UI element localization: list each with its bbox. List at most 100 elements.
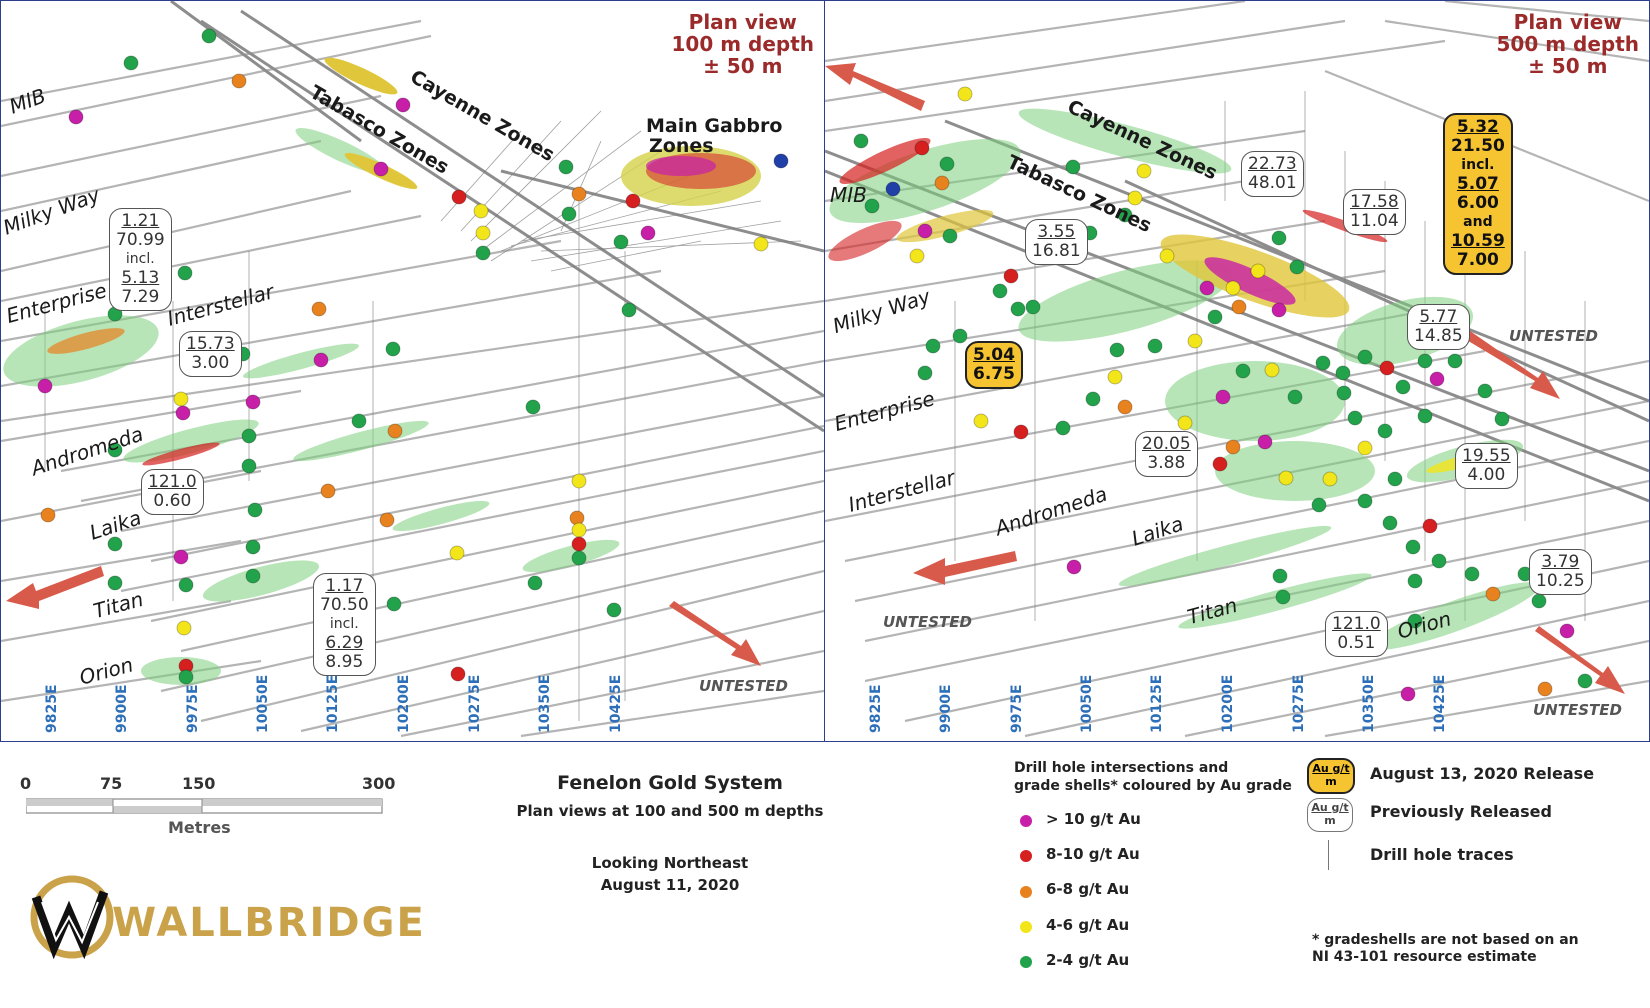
drill-intersection-marker — [1271, 230, 1287, 246]
drill-intersection-marker — [1010, 301, 1026, 317]
drill-intersection-marker — [385, 341, 401, 357]
legend-drill-traces: Drill hole traces — [1370, 845, 1514, 864]
drill-intersection-marker — [320, 483, 336, 499]
view-title-line: ± 50 m — [1528, 54, 1608, 78]
scale-tick-label: 150 — [182, 774, 216, 793]
view-title: Plan view 100 m depth ± 50 m — [671, 11, 814, 77]
legend-label: > 10 g/t Au — [1046, 810, 1141, 828]
drill-intersection-marker — [241, 428, 257, 444]
drill-trace-icon — [1328, 840, 1329, 870]
plan-view-100m-panel: Plan view 100 m depth ± 50 m MIB Milky W… — [0, 0, 825, 742]
drill-intersection-marker — [1107, 369, 1123, 385]
drill-intersection-marker — [1379, 360, 1395, 376]
drill-intersection-marker — [753, 236, 769, 252]
easting-label: 10275E — [1291, 674, 1307, 733]
drill-intersection-marker — [451, 189, 467, 205]
zone-label-mib: MIB — [830, 183, 867, 207]
length-value: 7.00 — [1456, 250, 1499, 270]
grade-value: 5.32 — [1456, 117, 1499, 137]
drill-intersection-marker — [231, 73, 247, 89]
drill-intersection-marker — [1417, 353, 1433, 369]
drill-intersection-marker — [957, 86, 973, 102]
drill-intersection-marker — [1405, 539, 1421, 555]
grade-value: 6.29 — [325, 633, 364, 653]
drill-intersection-marker — [917, 223, 933, 239]
drill-intersection-marker — [1085, 391, 1101, 407]
grade-value: 19.55 — [1462, 446, 1511, 466]
drill-intersection-marker — [175, 405, 191, 421]
drill-intersection-marker — [1264, 362, 1280, 378]
drill-intersection-marker — [201, 28, 217, 44]
drill-intersection-marker — [173, 549, 189, 565]
drill-intersection-marker — [1531, 593, 1547, 609]
wallbridge-logo-mark — [30, 875, 114, 960]
legend-release-previous: Previously Released — [1370, 802, 1552, 821]
drill-intersection-marker — [1537, 681, 1553, 697]
drill-intersection-marker — [1377, 423, 1393, 439]
intersection-callout: 121.0 0.51 — [1325, 611, 1388, 657]
length-value: 10.25 — [1536, 571, 1585, 591]
drill-intersection-marker — [1395, 379, 1411, 395]
drill-intersection-marker — [1250, 263, 1266, 279]
legend-swatch-4-6 — [1020, 921, 1032, 933]
grade-value: 3.55 — [1037, 222, 1076, 242]
looking-direction: Looking Northeast — [591, 854, 749, 872]
and-label: and — [1463, 214, 1493, 230]
drill-intersection-marker — [934, 175, 950, 191]
drill-intersection-marker — [1212, 456, 1228, 472]
drill-intersection-marker — [1347, 410, 1363, 426]
icon-text: Au g/t — [1311, 801, 1349, 814]
drill-intersection-marker — [1013, 424, 1029, 440]
grade-value: 5.04 — [973, 345, 1015, 365]
length-value: 8.95 — [325, 652, 364, 672]
length-value: 4.00 — [1467, 465, 1506, 485]
drill-intersection-marker — [1275, 589, 1291, 605]
drill-intersection-marker — [450, 666, 466, 682]
drill-intersection-marker — [1400, 686, 1416, 702]
drill-intersection-marker — [1357, 349, 1373, 365]
drill-intersection-marker — [1177, 415, 1193, 431]
footnote: NI 43-101 resource estimate — [1312, 949, 1537, 965]
grade-value: 15.73 — [186, 334, 235, 354]
new-intersection-callout: 5.32 21.50 incl. 5.07 6.00 and 10.59 7.0… — [1443, 113, 1513, 275]
drill-intersection-marker — [1382, 515, 1398, 531]
legend-swatch-8-10 — [1020, 850, 1032, 862]
drill-intersection-marker — [1159, 248, 1175, 264]
drill-intersection-marker — [247, 502, 263, 518]
length-value: 21.50 — [1451, 136, 1505, 156]
incl-label: incl. — [329, 616, 359, 632]
drill-intersection-marker — [1025, 299, 1041, 315]
drill-intersection-marker — [40, 507, 56, 523]
drill-intersection-marker — [1335, 365, 1351, 381]
grade-value: 5.77 — [1419, 307, 1458, 327]
drill-intersection-marker — [351, 413, 367, 429]
drill-intersection-marker — [939, 156, 955, 172]
drill-intersection-marker — [606, 602, 622, 618]
drill-intersection-marker — [1199, 280, 1215, 296]
length-value: 7.29 — [121, 287, 160, 307]
drill-intersection-marker — [1215, 389, 1231, 405]
intersection-callout: 19.55 4.00 — [1455, 443, 1518, 489]
incl-label: incl. — [125, 251, 155, 267]
grade-value: 121.0 — [148, 472, 197, 492]
drill-intersection-marker — [1322, 471, 1338, 487]
drill-intersection-marker — [1289, 259, 1305, 275]
drill-intersection-marker — [107, 442, 123, 458]
drill-intersection-marker — [558, 159, 574, 175]
easting-label: 10050E — [255, 674, 271, 733]
drill-intersection-marker — [1315, 355, 1331, 371]
drill-intersection-marker — [917, 365, 933, 381]
drill-intersection-marker — [245, 568, 261, 584]
intersection-callout: 15.73 3.00 — [179, 331, 242, 377]
zone-label-main-gabbro-2: Zones — [649, 135, 714, 157]
icon-text: m — [1325, 775, 1337, 788]
figure-subtitle: Plan views at 100 and 500 m depths — [516, 802, 824, 820]
legend-swatch-2-4 — [1020, 956, 1032, 968]
drill-intersection-marker — [914, 140, 930, 156]
drill-intersection-marker — [1407, 613, 1423, 629]
drill-intersection-marker — [1357, 493, 1373, 509]
plan-view-500m-map — [825, 1, 1649, 738]
drill-intersection-marker — [1127, 190, 1143, 206]
drill-intersection-marker — [1117, 207, 1133, 223]
drill-intersection-marker — [925, 338, 941, 354]
